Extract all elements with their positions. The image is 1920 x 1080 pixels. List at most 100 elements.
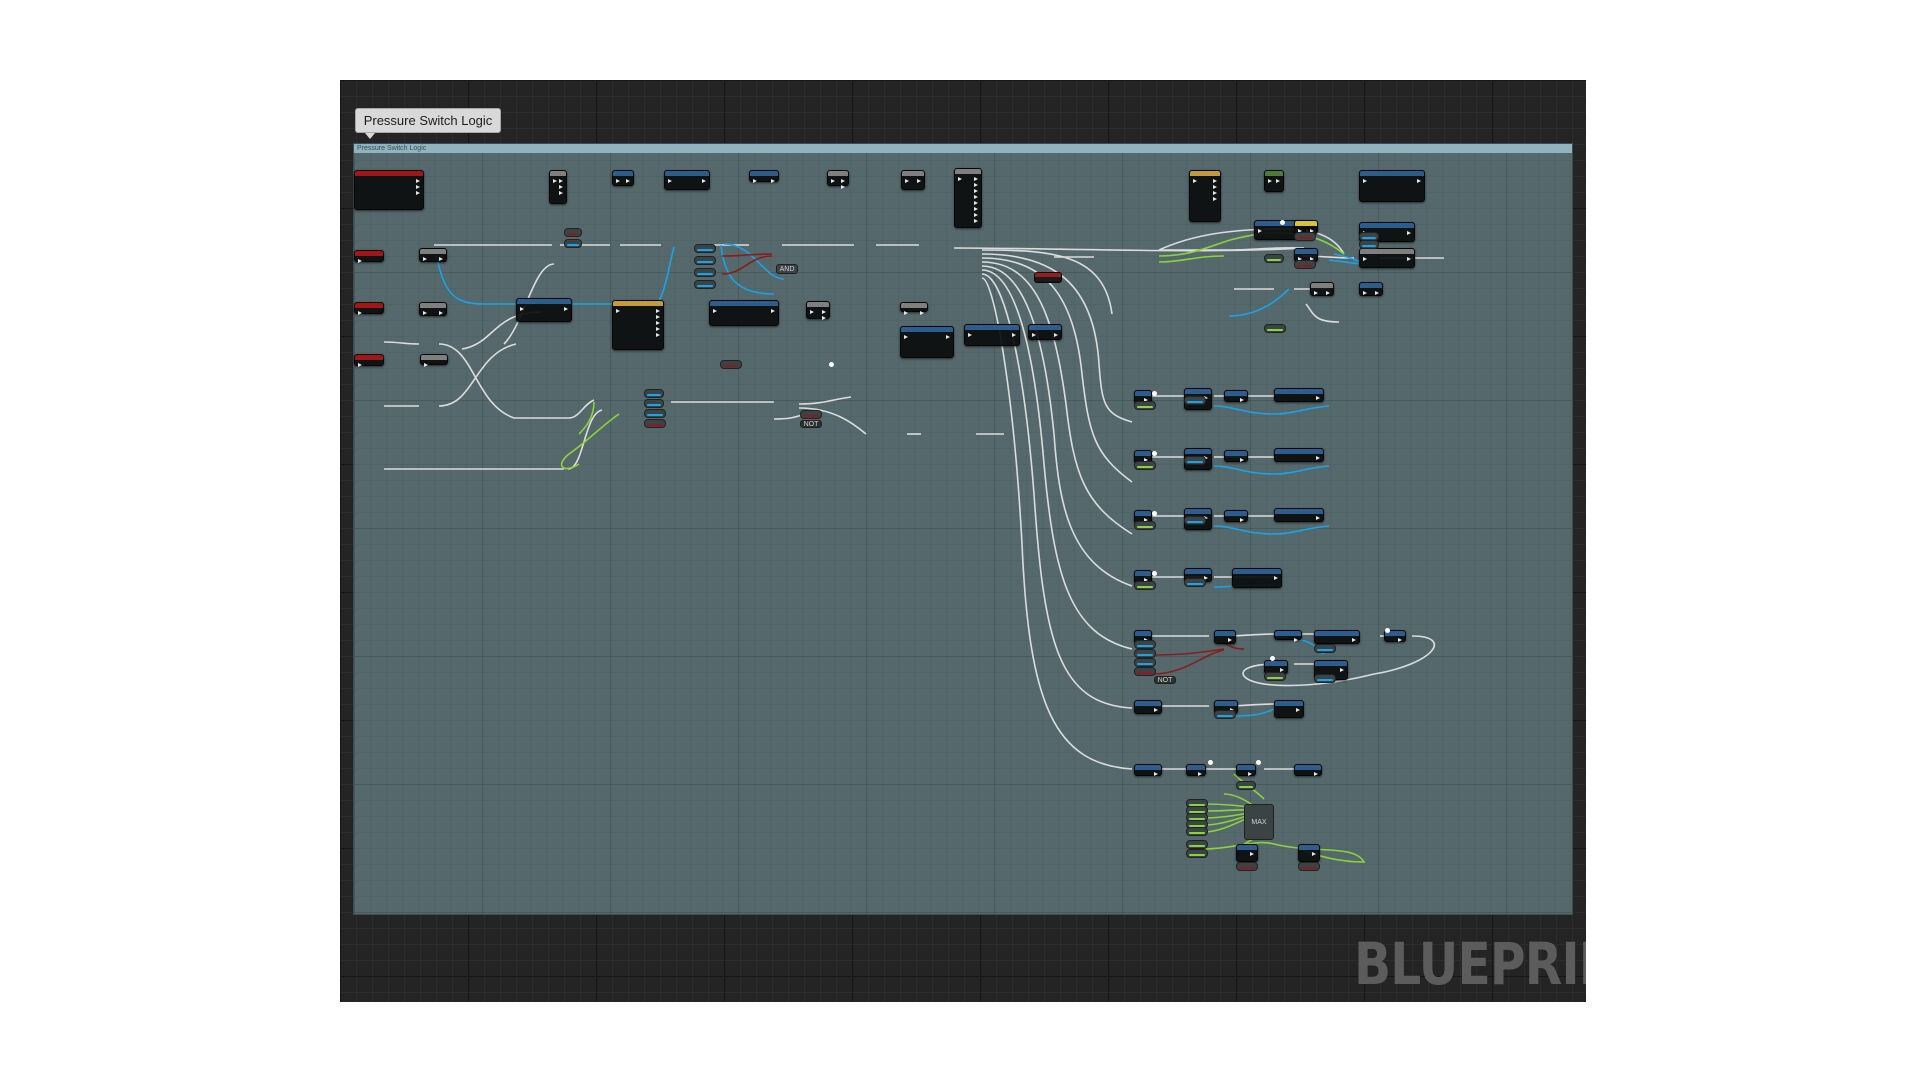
- exec-pin[interactable]: [416, 191, 420, 195]
- exec-pin[interactable]: [358, 311, 362, 315]
- function-node[interactable]: [1274, 630, 1302, 642]
- function-node[interactable]: [1274, 388, 1324, 402]
- exec-pin[interactable]: [1258, 229, 1262, 233]
- exec-pin[interactable]: [1144, 458, 1148, 462]
- exec-pin[interactable]: [1250, 852, 1254, 856]
- exec-pin[interactable]: [841, 185, 845, 189]
- exec-pin[interactable]: [1144, 398, 1148, 402]
- literal-value-node[interactable]: [1186, 827, 1208, 836]
- not-node[interactable]: NOT: [1154, 676, 1176, 684]
- function-node[interactable]: [901, 170, 925, 190]
- function-node[interactable]: [1359, 282, 1383, 296]
- function-node[interactable]: [709, 300, 779, 326]
- literal-value-node[interactable]: [1134, 521, 1156, 530]
- literal-value-node[interactable]: [1298, 862, 1320, 871]
- exec-pin[interactable]: [416, 185, 420, 189]
- not-node[interactable]: NOT: [800, 420, 822, 428]
- exec-pin[interactable]: [1213, 179, 1217, 183]
- exec-pin[interactable]: [1144, 578, 1148, 582]
- exec-pin[interactable]: [358, 363, 362, 367]
- exec-pin[interactable]: [1193, 179, 1197, 183]
- function-node[interactable]: [1264, 170, 1284, 192]
- function-node[interactable]: [1232, 568, 1282, 588]
- literal-value-node[interactable]: [1134, 649, 1156, 658]
- function-node[interactable]: [1224, 450, 1248, 462]
- literal-value-node[interactable]: [1134, 640, 1156, 649]
- literal-value-node[interactable]: [1294, 232, 1316, 241]
- event-node[interactable]: [354, 354, 384, 367]
- function-node[interactable]: [1314, 630, 1360, 644]
- exec-pin[interactable]: [753, 179, 757, 183]
- literal-value-node[interactable]: [1184, 396, 1206, 405]
- literal-value-node[interactable]: [644, 399, 664, 408]
- literal-value-node[interactable]: [1236, 862, 1258, 871]
- exec-pin[interactable]: [1144, 518, 1148, 522]
- exec-pin[interactable]: [616, 179, 620, 183]
- comment-box[interactable]: Pressure Switch Logic: [354, 144, 1572, 914]
- exec-pin[interactable]: [616, 309, 620, 313]
- exec-pin[interactable]: [1240, 518, 1244, 522]
- function-node[interactable]: [1384, 630, 1406, 642]
- exec-pin[interactable]: [1352, 638, 1356, 642]
- exec-pin[interactable]: [1375, 291, 1379, 295]
- function-node[interactable]: [1186, 764, 1206, 776]
- function-node[interactable]: [1224, 390, 1248, 402]
- literal-value-node[interactable]: [564, 239, 582, 248]
- function-node[interactable]: [1359, 170, 1425, 202]
- exec-pin[interactable]: [423, 311, 427, 315]
- literal-value-node[interactable]: [1134, 658, 1156, 667]
- exec-pin[interactable]: [822, 316, 826, 320]
- exec-pin[interactable]: [974, 219, 978, 223]
- exec-pin[interactable]: [831, 179, 835, 183]
- function-node[interactable]: [1236, 764, 1256, 776]
- exec-pin[interactable]: [1316, 396, 1320, 400]
- literal-value-node[interactable]: [1184, 516, 1206, 525]
- exec-pin[interactable]: [1268, 179, 1272, 183]
- exec-pin[interactable]: [1032, 333, 1036, 337]
- macro-node[interactable]: [1189, 170, 1221, 222]
- comment-bubble[interactable]: Pressure Switch Logic: [355, 108, 501, 133]
- literal-value-node[interactable]: [694, 244, 716, 253]
- function-node[interactable]: [1134, 700, 1162, 714]
- literal-value-node[interactable]: [1294, 260, 1316, 269]
- exec-pin[interactable]: [1363, 179, 1367, 183]
- sequence-node[interactable]: [549, 170, 567, 204]
- exec-pin[interactable]: [559, 185, 563, 189]
- max-node[interactable]: MAX: [1244, 804, 1274, 840]
- literal-value-node[interactable]: [694, 268, 716, 277]
- exec-pin[interactable]: [423, 257, 427, 261]
- exec-pin[interactable]: [1154, 708, 1158, 712]
- exec-pin[interactable]: [905, 179, 909, 183]
- exec-pin[interactable]: [656, 309, 660, 313]
- exec-pin[interactable]: [974, 213, 978, 217]
- variable-node[interactable]: [1034, 272, 1062, 283]
- exec-pin[interactable]: [1363, 257, 1367, 261]
- exec-pin[interactable]: [1240, 398, 1244, 402]
- literal-value-node[interactable]: [1359, 240, 1379, 249]
- exec-pin[interactable]: [1198, 772, 1202, 776]
- exec-pin[interactable]: [974, 201, 978, 205]
- literal-value-node[interactable]: [1134, 401, 1156, 410]
- exec-pin[interactable]: [841, 179, 845, 183]
- exec-pin[interactable]: [1276, 179, 1280, 183]
- exec-pin[interactable]: [564, 307, 568, 311]
- function-node[interactable]: [664, 170, 710, 190]
- literal-value-node[interactable]: [800, 410, 822, 419]
- exec-pin[interactable]: [904, 311, 908, 315]
- function-node[interactable]: [1274, 700, 1304, 718]
- function-node[interactable]: [900, 302, 928, 315]
- exec-pin[interactable]: [946, 335, 950, 339]
- exec-pin[interactable]: [713, 309, 717, 313]
- exec-pin[interactable]: [1316, 456, 1320, 460]
- literal-value-node[interactable]: [1184, 578, 1206, 587]
- exec-pin[interactable]: [1298, 229, 1302, 233]
- exec-pin[interactable]: [668, 179, 672, 183]
- exec-pin[interactable]: [1054, 333, 1058, 337]
- function-node[interactable]: [1028, 324, 1062, 340]
- exec-pin[interactable]: [920, 311, 924, 315]
- literal-value-node[interactable]: [1134, 581, 1156, 590]
- exec-pin[interactable]: [1340, 668, 1344, 672]
- exec-pin[interactable]: [917, 179, 921, 183]
- exec-pin[interactable]: [424, 363, 428, 367]
- function-node[interactable]: [612, 170, 634, 186]
